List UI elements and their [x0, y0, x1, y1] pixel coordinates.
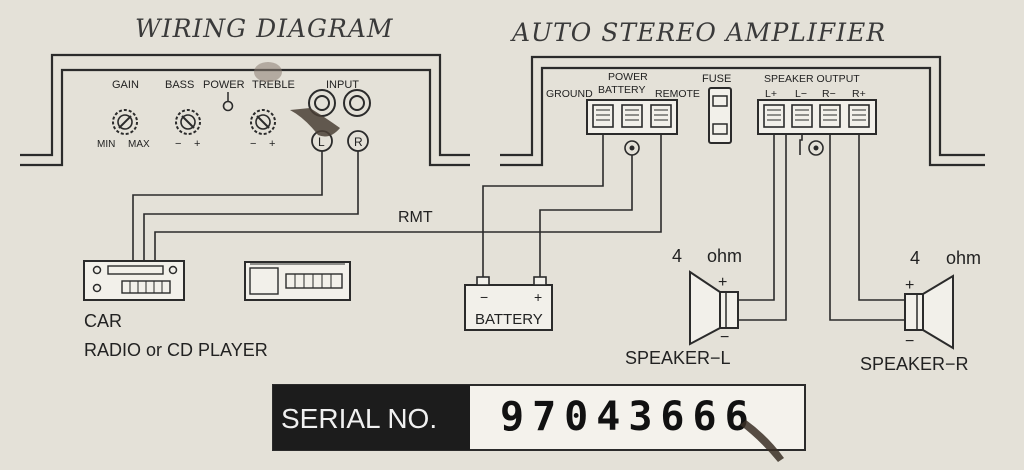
speaker-output-terminal-block [757, 99, 877, 135]
control-panel-outline-inner [20, 68, 470, 167]
amplifier-title: AUTO STEREO AMPLIFIER [510, 18, 886, 47]
speaker-left-minus-label: − [720, 329, 729, 346]
speaker-right-label: SPEAKER−R [860, 354, 969, 374]
speaker-left-negative-stub [799, 134, 803, 155]
bass-plus-label: + [194, 138, 200, 150]
input-label: INPUT [326, 79, 359, 91]
speaker-output-label: SPEAKER OUTPUT [764, 73, 860, 85]
speaker-left-impedance-value: 4 [672, 246, 682, 266]
remote-terminal-label: REMOTE [655, 88, 700, 100]
battery-terminal-screw [621, 104, 643, 128]
head-unit-label-line2: RADIO or CD PLAYER [84, 340, 268, 360]
car-radio-icon [83, 260, 185, 301]
l-plus-label: L+ [765, 88, 777, 100]
speaker-left-icon [689, 270, 739, 346]
r-minus-terminal-screw [819, 104, 841, 128]
battery-icon [464, 276, 553, 331]
speaker-left-plus-label: + [718, 274, 727, 291]
gain-max-label: MAX [128, 139, 150, 150]
serial-number-value: 97043666 [500, 394, 757, 440]
r-plus-terminal-screw [848, 104, 870, 128]
battery-power-wire [539, 155, 633, 280]
ground-terminal-screw [592, 104, 614, 128]
battery-positive-label: + [534, 289, 542, 305]
speaker-left-label: SPEAKER−L [625, 348, 731, 368]
remote-wire [154, 134, 662, 262]
speaker-left-positive-wire [738, 134, 775, 301]
speaker-right-plus-label: + [905, 277, 914, 294]
bass-label: BASS [165, 79, 194, 91]
speaker-right-icon [904, 274, 954, 350]
speaker-left-negative-wire [738, 134, 787, 321]
speaker-right-impedance-unit: ohm [946, 248, 981, 268]
amplifier-outline-outer [500, 55, 985, 157]
treble-minus-label: − [250, 138, 256, 150]
remote-terminal-screw [650, 104, 672, 128]
power-terminal-block [586, 99, 678, 135]
gain-knob [112, 109, 138, 135]
l-plus-terminal-screw [763, 104, 785, 128]
treble-knob [250, 109, 276, 135]
input-right-channel-label: R [354, 135, 363, 149]
power-indicator-label: POWER [203, 79, 245, 91]
power-terminal-label: POWER [608, 71, 648, 83]
power-mount-screw-icon [624, 140, 640, 156]
power-led-icon [222, 92, 234, 112]
cd-player-icon [244, 261, 351, 301]
battery-label: BATTERY [475, 311, 543, 328]
treble-plus-label: + [269, 138, 275, 150]
speaker-right-positive-wire [858, 134, 905, 301]
rca-left-wire [132, 151, 323, 262]
damage-spot [254, 62, 282, 82]
battery-negative-label: − [480, 289, 488, 305]
damage-spot [740, 420, 784, 462]
rca-right-wire [143, 151, 359, 262]
ground-wire [482, 134, 604, 280]
gain-label: GAIN [112, 79, 139, 91]
speaker-right-minus-label: − [905, 333, 914, 350]
control-panel-outline-outer [20, 53, 470, 157]
bass-knob [175, 109, 201, 135]
fuse-icon [708, 87, 732, 144]
speaker-right-impedance-value: 4 [910, 248, 920, 268]
fuse-label: FUSE [702, 73, 731, 85]
remote-wire-label: RMT [398, 209, 433, 226]
r-plus-label: R+ [852, 88, 866, 100]
speaker-left-impedance-unit: ohm [707, 246, 742, 266]
l-minus-label: L− [795, 88, 807, 100]
serial-number-label: SERIAL NO. [281, 403, 437, 434]
damage-spot [290, 108, 340, 137]
amplifier-outline-inner [500, 66, 985, 167]
treble-label: TREBLE [252, 79, 295, 91]
battery-terminal-label: BATTERY [598, 84, 645, 96]
ground-terminal-label: GROUND [546, 88, 593, 100]
serial-plate [272, 384, 806, 451]
bass-minus-label: − [175, 138, 181, 150]
input-left-channel-label: L [318, 135, 325, 149]
speaker-right-negative-wire [829, 134, 905, 321]
head-unit-label-line1: CAR [84, 311, 122, 331]
speaker-mount-screw-icon [808, 140, 824, 156]
l-minus-terminal-screw [791, 104, 813, 128]
wiring-diagram-title: WIRING DIAGRAM [135, 14, 394, 43]
r-minus-label: R− [822, 88, 836, 100]
rca-input-right-jack [343, 89, 371, 152]
gain-min-label: MIN [97, 139, 115, 150]
